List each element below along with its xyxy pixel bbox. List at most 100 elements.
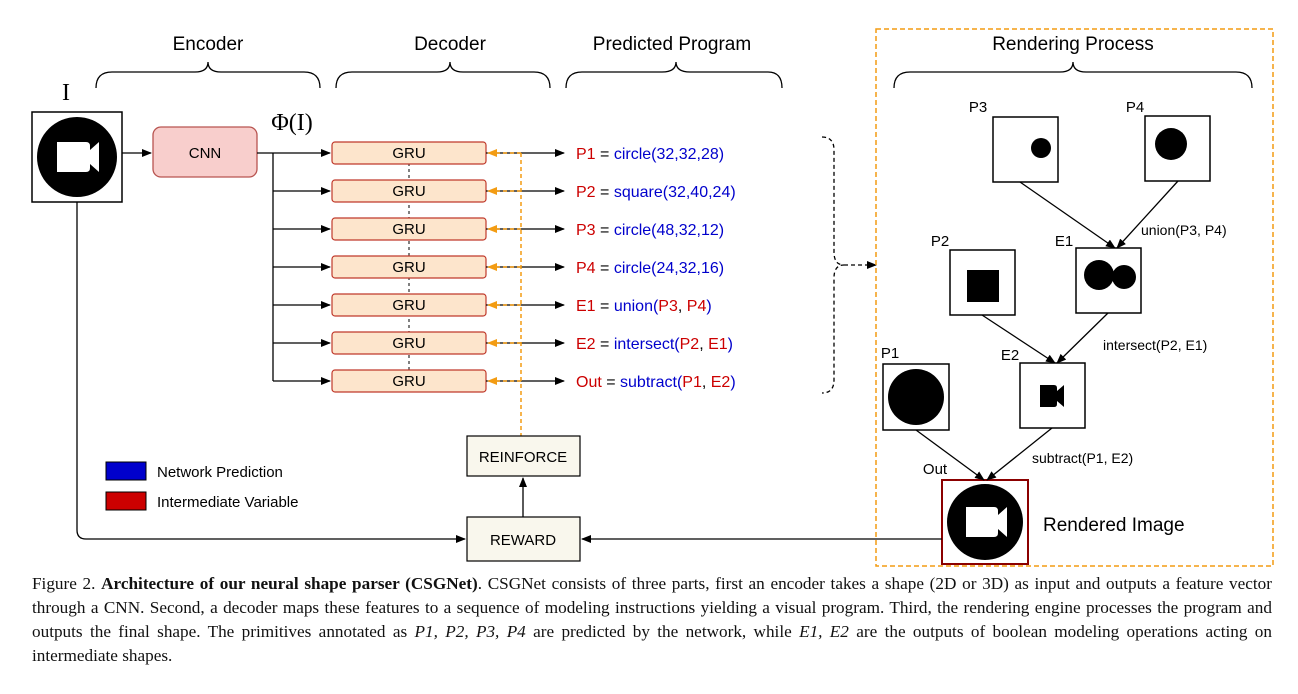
program-operation: union <box>614 298 653 315</box>
gru-label: GRU <box>392 335 425 352</box>
encoder-header: Encoder <box>173 34 244 55</box>
edge-label-intersect: intersect(P2, E1) <box>1103 337 1207 353</box>
encoder-brace <box>95 61 321 89</box>
edge-label-subtract: subtract(P1, E2) <box>1032 450 1133 466</box>
render-node-e2 <box>1019 362 1086 429</box>
program-operation: intersect <box>614 336 675 353</box>
program-paren: ) <box>730 374 735 391</box>
edge-label-union: union(P3, P4) <box>1141 222 1227 238</box>
reinforce-feedback-arrows <box>487 149 521 385</box>
rendering-process-box <box>875 28 1274 567</box>
legend-swatch-intermediate-variable <box>105 491 147 511</box>
reward-block <box>466 516 581 562</box>
program-variable: Out <box>576 374 602 391</box>
program-variable: E2 <box>576 336 596 353</box>
program-line: Out = subtract(P1, E2) <box>576 374 736 391</box>
program-argument: P4 <box>687 298 707 315</box>
program-variable: P1 <box>576 146 596 163</box>
gru-cell: GRU <box>331 293 487 317</box>
label-p4: P4 <box>1126 99 1144 116</box>
label-e1: E1 <box>1055 233 1073 250</box>
gru-cell: GRU <box>331 141 487 165</box>
program-paren: ( <box>653 298 659 315</box>
caption-figure-number: Figure 2. <box>32 574 96 593</box>
program-comma: , <box>702 374 711 391</box>
input-label: I <box>62 80 70 106</box>
predicted-program-list: P1 = circle(32,32,28) P2 = square(32,40,2… <box>576 146 736 391</box>
program-equals: = <box>596 222 614 239</box>
program-operation: subtract <box>620 374 677 391</box>
input-image <box>31 111 123 203</box>
program-brace <box>565 61 783 89</box>
program-comma: , <box>678 298 687 315</box>
program-equals: = <box>596 146 614 163</box>
encoder-feature-branches <box>273 187 331 385</box>
rendering-process-header: Rendering Process <box>992 34 1154 55</box>
caption-body: CSGNet consists of three parts, first an… <box>32 574 1272 641</box>
program-line: P1 = circle(32,32,28) <box>576 146 724 163</box>
predicted-program-header: Predicted Program <box>593 34 751 55</box>
reinforce-label: REINFORCE <box>479 449 567 466</box>
decoder-header: Decoder <box>414 34 486 55</box>
program-operation: circle(24,32,16) <box>614 260 724 277</box>
label-p2: P2 <box>931 233 949 250</box>
gru-label: GRU <box>392 221 425 238</box>
cnn-block <box>152 126 258 178</box>
render-node-e1 <box>1075 247 1142 314</box>
gru-cell: GRU <box>331 217 487 241</box>
program-operation: circle(48,32,12) <box>614 222 724 239</box>
camera-icon <box>966 507 1007 537</box>
rendered-image <box>941 479 1029 565</box>
program-argument: E2 <box>711 374 731 391</box>
program-argument: P2 <box>680 336 700 353</box>
reward-label: REWARD <box>490 532 556 549</box>
program-equals: = <box>596 260 614 277</box>
program-line: P3 = circle(48,32,12) <box>576 222 724 239</box>
program-operation: square(32,40,24) <box>614 184 736 201</box>
program-collection-brace <box>821 136 845 394</box>
legend-swatch-network-prediction <box>105 461 147 481</box>
label-p3: P3 <box>969 99 987 116</box>
program-line: E2 = intersect(P2, E1) <box>576 336 733 353</box>
program-paren: ( <box>677 374 683 391</box>
gru-label: GRU <box>392 373 425 390</box>
program-equals: = <box>596 298 614 315</box>
feature-label: Φ(I) <box>271 110 313 136</box>
program-equals: = <box>596 336 614 353</box>
figure-caption: Figure 2. Architecture of our neural sha… <box>32 574 1272 665</box>
gru-label: GRU <box>392 145 425 162</box>
program-line: P2 = square(32,40,24) <box>576 184 736 201</box>
render-node-p4 <box>1144 115 1211 182</box>
gru-cell: GRU <box>331 331 487 355</box>
gru-label: GRU <box>392 297 425 314</box>
gru-label: GRU <box>392 259 425 276</box>
render-node-p1 <box>882 363 950 431</box>
cnn-label: CNN <box>189 145 222 162</box>
caption-title: Architecture of our neural shape parser … <box>101 574 478 593</box>
program-variable: P3 <box>576 222 596 239</box>
caption-mid: are predicted by the network, while <box>533 622 792 641</box>
camera-icon <box>57 142 99 172</box>
program-operation: circle(32,32,28) <box>614 146 724 163</box>
program-argument: P1 <box>682 374 702 391</box>
render-node-p2 <box>949 249 1016 316</box>
program-paren: ) <box>728 336 733 353</box>
program-equals: = <box>596 184 614 201</box>
label-out: Out <box>923 461 948 478</box>
decoder-brace <box>335 61 551 89</box>
rendering-brace <box>893 61 1253 89</box>
legend-label-network-prediction: Network Prediction <box>157 464 283 481</box>
program-paren: ( <box>674 336 680 353</box>
reinforce-block <box>466 435 581 477</box>
program-comma: , <box>699 336 708 353</box>
program-variable: P2 <box>576 184 596 201</box>
rendered-image-label: Rendered Image <box>1043 515 1185 536</box>
program-equals: = <box>602 374 620 391</box>
program-paren: ) <box>706 298 711 315</box>
caption-math-ops: E1, E2 <box>799 622 849 641</box>
program-argument: P3 <box>658 298 678 315</box>
gru-cell: GRU <box>331 369 487 393</box>
program-argument: E1 <box>708 336 728 353</box>
